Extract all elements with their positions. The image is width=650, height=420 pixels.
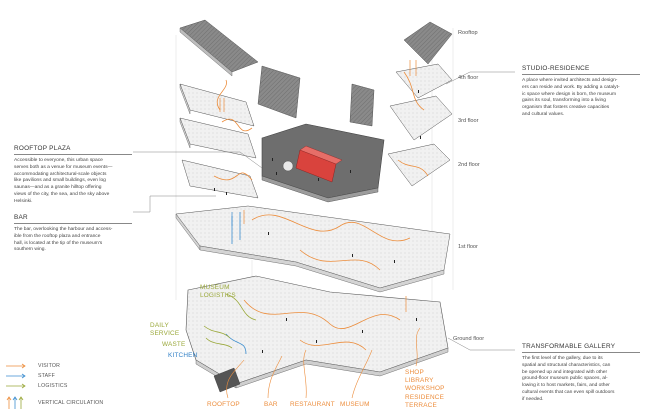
- annotation-body: A place where invited architects and des…: [522, 78, 620, 117]
- legend-label: VERTICAL CIRCULATION: [38, 400, 104, 406]
- legend-item-staff: STAFF: [6, 372, 55, 380]
- floor-label-rooftop: Rooftop: [458, 30, 478, 36]
- logistics-circulation-paths: [203, 293, 257, 349]
- legend-item-logistics: LOGISTICS: [6, 382, 67, 390]
- annotation-studio-residence: STUDIO-RESIDENCE A place where invited a…: [522, 65, 650, 119]
- visitor-circulation-paths: [213, 71, 429, 351]
- vertical-circulation-icon: [6, 396, 24, 409]
- left-wing-3rd-floor-slab: [179, 117, 257, 159]
- people-figures: [214, 90, 421, 353]
- program-leader-curves: [226, 327, 421, 399]
- program-label-bar: BAR: [264, 401, 278, 408]
- floor-label-2nd: 2nd floor: [458, 162, 480, 168]
- right-wing-4th-floor-slab: [395, 63, 453, 99]
- legend-label: STAFF: [38, 373, 56, 379]
- program-label-museum-logistics: MUSEUM LOGISTICS: [200, 284, 236, 299]
- legend-item-visitor: VISITOR: [6, 362, 60, 370]
- program-label-waste: WASTE: [162, 341, 186, 348]
- arrow-icon: [6, 383, 26, 389]
- program-label-rooftop: ROOFTOP: [207, 401, 240, 408]
- arrow-icon: [6, 363, 26, 369]
- annotation-title: BAR: [14, 214, 28, 221]
- program-label-museum: MUSEUM: [340, 401, 370, 408]
- central-rooftop-volume-right: [349, 83, 375, 127]
- first-floor-slab: [175, 205, 451, 293]
- program-label-right-stack: SHOP LIBRARY WORKSHOP RESIDENCE TERRACE: [405, 369, 445, 409]
- annotation-leader-lines: [133, 71, 515, 351]
- right-wing-rooftop-slab: [403, 21, 453, 65]
- right-wing-3rd-floor-slab: [389, 95, 453, 141]
- annotation-bar: BAR The bar, overlooking the harbour and…: [14, 214, 138, 254]
- floor-label-4th: 4th floor: [458, 75, 479, 81]
- floor-label-3rd: 3rd floor: [458, 118, 479, 124]
- rooftop-plaza-slab: [261, 123, 385, 203]
- legend-label: LOGISTICS: [38, 383, 68, 389]
- annotation-body: Accessible to everyone, this urban space…: [14, 158, 113, 204]
- program-label-restaurant: RESTAURANT: [290, 401, 335, 408]
- right-wing-2nd-floor-slab: [387, 143, 451, 187]
- legend-item-vertical-circulation: VERTICAL CIRCULATION: [6, 396, 103, 410]
- annotation-body: The bar, overlooking the harbour and acc…: [14, 227, 113, 253]
- ground-floor-slab: [185, 275, 449, 393]
- program-label-daily-service: DAILY SERVICE: [150, 322, 180, 337]
- arrow-icon: [6, 373, 26, 379]
- annotation-title: STUDIO-RESIDENCE: [522, 65, 590, 72]
- central-rooftop-volume-left: [257, 65, 301, 119]
- program-label-kitchen: KITCHEN: [168, 352, 198, 359]
- floor-label-ground: Ground floor: [453, 336, 485, 342]
- legend-label: VISITOR: [38, 363, 61, 369]
- annotation-transformable-gallery: TRANSFORMABLE GALLERY The first level of…: [522, 343, 650, 404]
- floor-label-1st: 1st floor: [458, 244, 478, 250]
- annotation-title: TRANSFORMABLE GALLERY: [522, 343, 616, 350]
- annotation-title: ROOFTOP PLAZA: [14, 145, 71, 152]
- annotation-body: The first level of the gallery, due to i…: [522, 356, 615, 402]
- annotation-rooftop-plaza: ROOFTOP PLAZA Accessible to everyone, th…: [14, 145, 138, 206]
- vertical-circulation-arrows: [219, 60, 417, 312]
- left-wing-rooftop-slab: [179, 19, 259, 77]
- left-wing-4th-floor-slab: [179, 83, 255, 127]
